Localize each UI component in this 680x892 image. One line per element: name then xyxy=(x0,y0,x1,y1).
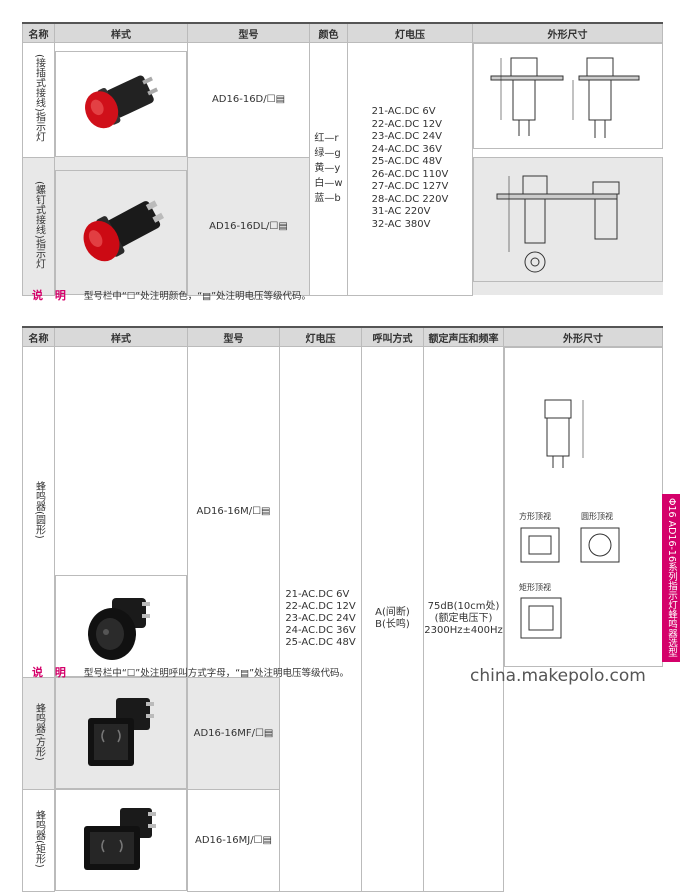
color-codes: 红—r 绿—g 黄—y 白—w 蓝—b xyxy=(309,42,348,296)
indicator-lamp-image xyxy=(83,199,165,261)
col-header-voltage: 灯电压 xyxy=(347,22,473,43)
table-row-name: 蜂鸣器(矩形) xyxy=(22,788,55,892)
table-row-model: AD16-16MF/☐▤ xyxy=(187,676,280,790)
indicator-lamp-image xyxy=(85,75,159,129)
indicator-photo-plug xyxy=(55,51,187,157)
note-2: 说 明型号栏中“☐”处注明呼叫方式字母，“▤”处注明电压等级代码。 xyxy=(32,666,350,679)
col-header-color: 颜色 xyxy=(309,22,348,43)
table-row-model: AD16-16D/☐▤ xyxy=(187,42,310,158)
table-row-model: AD16-16DL/☐▤ xyxy=(187,156,310,296)
col-header-sound: 额定声压和频率 xyxy=(423,326,504,347)
buzzer-rect-image xyxy=(84,808,156,870)
buzzer-square-image xyxy=(88,698,154,766)
buzzer-round-image xyxy=(88,598,150,660)
buzzer-table: 名称 样式 型号 灯电压 呼叫方式 额定声压和频率 外形尺寸 蜂鸣器(圆形) A… xyxy=(22,326,663,892)
indicator-table: 名称 样式 型号 颜色 灯电压 外形尺寸 (接插式接线)指示灯 AD16-16D… xyxy=(22,22,663,296)
note-1: 说 明型号栏中“☐”处注明颜色，“▤”处注明电压等级代码。 xyxy=(32,289,312,302)
col-header-model: 型号 xyxy=(187,22,310,43)
sound-pressure: 75dB(10cm处) (额定电压下) 2300Hz±400Hz xyxy=(423,346,504,892)
table-row-name: 蜂鸣器(方形) xyxy=(22,676,55,790)
lamp-voltages: 21-AC.DC 6V 22-AC.DC 12V 23-AC.DC 24V 24… xyxy=(347,42,473,296)
buzzer-photo-rect xyxy=(55,789,187,891)
col-header-name: 名称 xyxy=(22,22,55,43)
col-header-voltage: 灯电压 xyxy=(279,326,362,347)
buzzer-photo-square xyxy=(55,677,187,789)
col-header-dimensions: 外形尺寸 xyxy=(472,22,663,43)
label-rect-top-view: 矩形顶视 xyxy=(519,583,551,592)
dimension-drawing xyxy=(496,175,620,272)
table-row-name: (螺钉式接线)指示灯 xyxy=(22,156,55,296)
buzzer-voltages: 21-AC.DC 6V 22-AC.DC 12V 23-AC.DC 24V 24… xyxy=(279,346,362,892)
dimension-drawing-screw xyxy=(473,157,663,282)
table-row-name: 蜂鸣器(圆形) xyxy=(22,346,55,678)
buzzer-photo-round xyxy=(55,575,187,677)
col-header-dimensions: 外形尺寸 xyxy=(503,326,663,347)
label-round-top-view: 圆形顶视 xyxy=(581,512,613,521)
indicator-photo-screw xyxy=(55,170,187,295)
col-header-model: 型号 xyxy=(187,326,280,347)
table-row-model: AD16-16M/☐▤ xyxy=(187,346,280,678)
col-header-name: 名称 xyxy=(22,326,55,347)
dimension-drawing xyxy=(490,57,640,138)
call-mode: A(间断) B(长鸣) xyxy=(361,346,424,892)
buzzer-dimension-drawing: 方形顶视 圆形顶视 矩形顶视 xyxy=(504,347,663,667)
side-category-tab: Φ16 AD16-16系列指示灯蜂鸣器选型 xyxy=(662,494,680,662)
table-row-name: (接插式接线)指示灯 xyxy=(22,42,55,158)
col-header-style: 样式 xyxy=(54,326,188,347)
dimension-drawing xyxy=(520,399,620,639)
table-row-model: AD16-16MJ/☐▤ xyxy=(187,788,280,892)
label-square-top-view: 方形顶视 xyxy=(519,512,551,521)
col-header-call-mode: 呼叫方式 xyxy=(361,326,424,347)
col-header-style: 样式 xyxy=(54,22,188,43)
dimension-drawing-plug xyxy=(473,43,663,149)
watermark: china.makepolo.com xyxy=(470,666,646,686)
